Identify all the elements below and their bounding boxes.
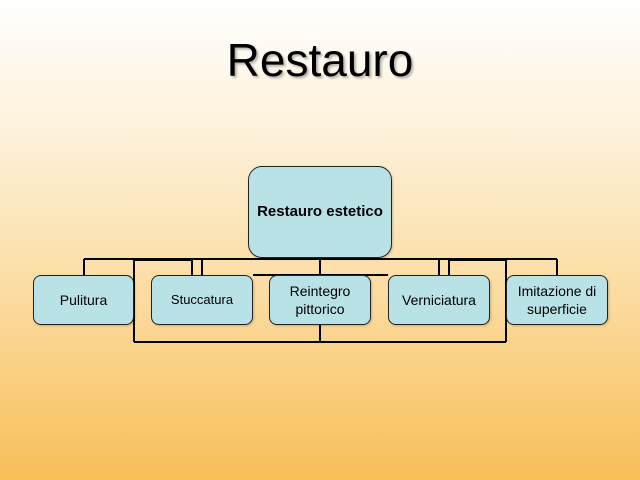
node-imitazione-di-superficie: Imitazione di superficie: [506, 275, 608, 325]
node-pulitura: Pulitura: [33, 275, 134, 325]
node-restauro-estetico: Restauro estetico: [248, 166, 392, 258]
node-stuccatura: Stuccatura: [151, 275, 253, 325]
node-reintegro-pittorico: Reintegro pittorico: [269, 275, 371, 325]
slide-title: Restauro: [226, 34, 414, 86]
node-verniciatura: Verniciatura: [388, 275, 490, 325]
